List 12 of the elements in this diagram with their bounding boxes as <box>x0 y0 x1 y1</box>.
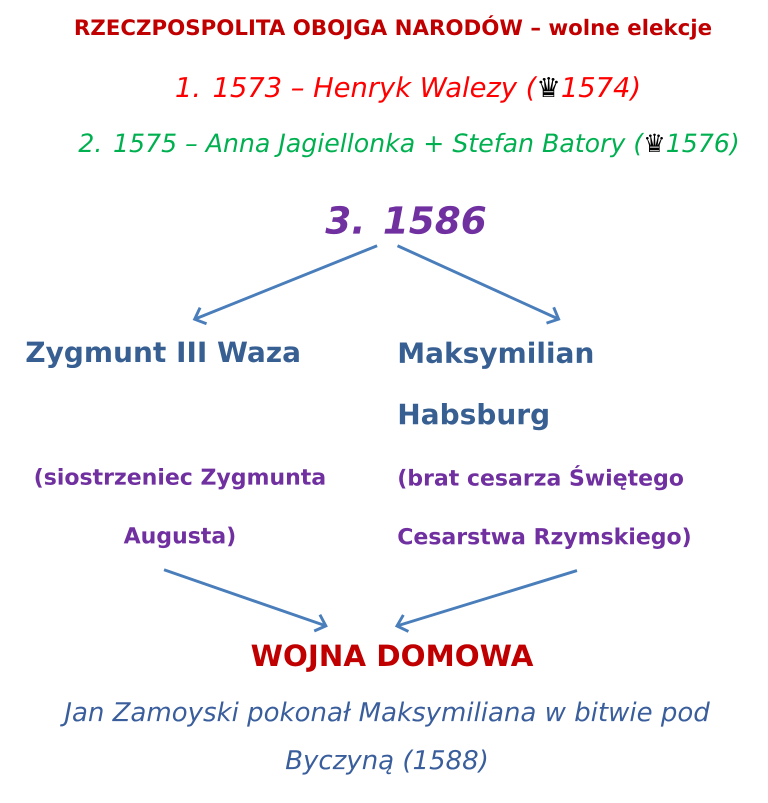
note-text: Jan Zamoyski pokonał Maksymiliana w bitwie pod Byczyną (1588) <box>60 701 710 775</box>
arrow <box>192 244 378 326</box>
title: RZECZPOSPOLITA OBOJGA NARODÓW – wolne elekcje <box>76 15 712 40</box>
candidate-label: Maksymilian Habsburg (brat cesarza Świętego Cesarstwa Rzymskiego) <box>398 342 690 549</box>
candidate-label: Zygmunt III Waza (siostrzeniec Zygmunta Augusta) <box>26 342 324 548</box>
year-label: 3. 1586 <box>325 206 486 234</box>
list-item: 1. 1573 – Henryk Walezy (♛1574) <box>176 76 638 103</box>
outcome-label: WOJNA DOMOWA <box>251 644 534 672</box>
arrow <box>164 568 328 632</box>
arrow <box>394 569 578 633</box>
arrow <box>396 244 561 325</box>
list-item: 2. 1575 – Anna Jagiellonka + Stefan Batory (♛1576) <box>78 132 738 158</box>
